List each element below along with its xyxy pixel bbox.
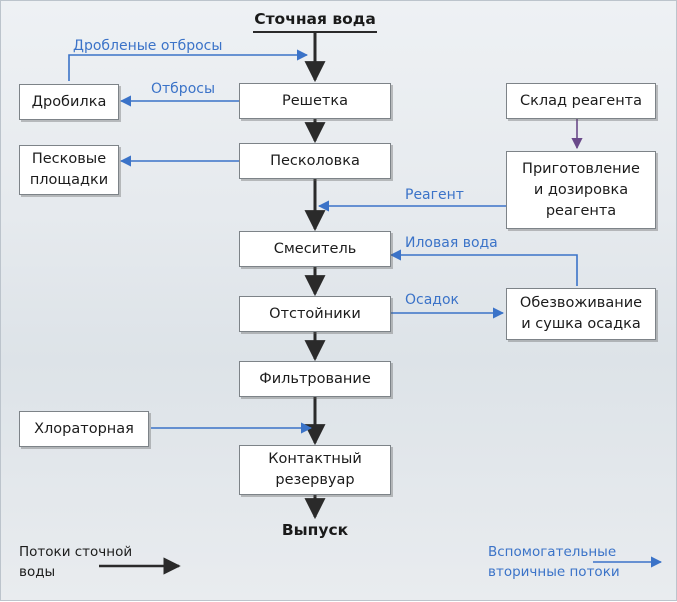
contact-tank-box: Контактный резервуар xyxy=(239,445,391,495)
source-label: Сточная вода xyxy=(254,10,376,28)
sludge-water-label: Иловая вода xyxy=(405,235,498,251)
outlet-label: Выпуск xyxy=(281,521,349,539)
filtration-box: Фильтрование xyxy=(239,361,391,397)
reagent-prep-box: Приготовление и дозировка реагента xyxy=(506,151,656,229)
crushed-waste-label: Дробленые отбросы xyxy=(73,38,223,54)
settlers-box: Отстойники xyxy=(239,296,391,332)
sediment-label: Осадок xyxy=(405,292,459,308)
legend-main-label: Потоки сточной воды xyxy=(19,544,133,580)
sludge-water-arrow xyxy=(389,249,578,286)
legend-secondary-label: Вспомогательные вторичные потоки xyxy=(488,544,620,580)
crushed-waste-arrow xyxy=(68,49,309,81)
sand-pads-box: Песковые площадки xyxy=(19,145,119,195)
chlorination-box: Хлораторная xyxy=(19,411,149,447)
reagent-store-box: Склад реагента xyxy=(506,83,656,119)
waste-label: Отбросы xyxy=(151,81,216,97)
crusher-box: Дробилка xyxy=(19,84,119,120)
mixer-box: Смеситель xyxy=(239,231,391,267)
reagent-label: Реагент xyxy=(405,187,464,203)
screen-box: Решетка xyxy=(239,83,391,119)
dewatering-box: Обезвоживание и сушка осадка xyxy=(506,288,656,340)
sand-trap-box: Песколовка xyxy=(239,143,391,179)
